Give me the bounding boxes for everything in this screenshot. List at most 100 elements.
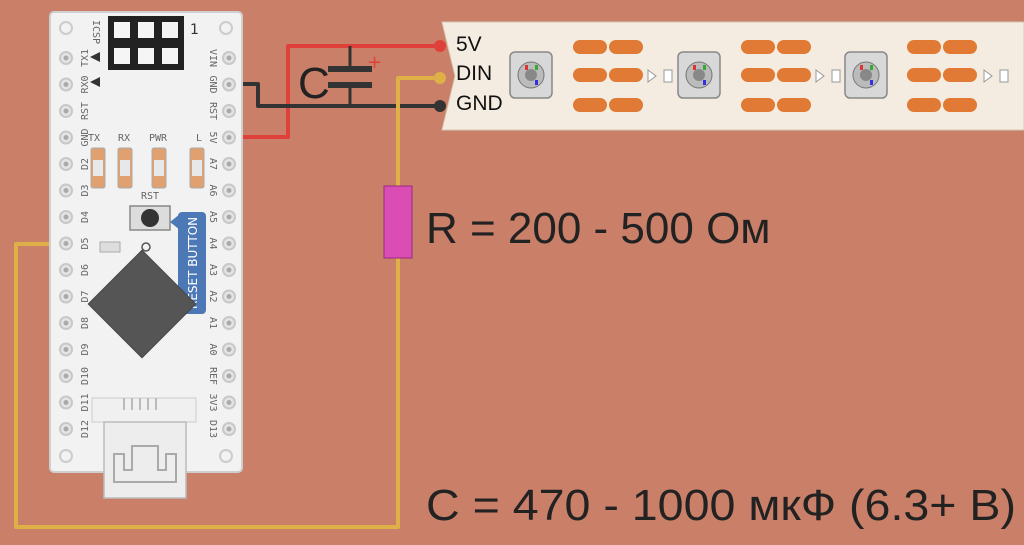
left-pin-hole-center bbox=[63, 347, 69, 352]
mounting-holes bbox=[59, 21, 233, 463]
left-pin-label: D3 bbox=[80, 184, 91, 196]
left-pin-hole-center bbox=[63, 373, 69, 379]
wire-data bbox=[14, 76, 440, 529]
left-pin-hole-center bbox=[63, 214, 69, 220]
crystal bbox=[99, 241, 121, 253]
led-rx-label: RX bbox=[118, 133, 130, 144]
capacitor-value-label: C = 470 - 1000 мкФ (6.3+ В) bbox=[426, 481, 1016, 530]
pin1-marker bbox=[141, 242, 151, 252]
left-pin-label: D4 bbox=[80, 211, 91, 223]
strip-small-parts bbox=[647, 69, 1009, 83]
left-pin-label: D10 bbox=[80, 367, 91, 385]
led-l-label: L bbox=[196, 133, 202, 144]
right-pin-label: D13 bbox=[207, 420, 218, 438]
icsp-label: ICSP bbox=[90, 20, 101, 44]
left-pin-hole-center bbox=[63, 82, 69, 87]
right-pin-label: A1 bbox=[207, 317, 218, 329]
right-pin-hole-center bbox=[226, 267, 232, 273]
right-pin-hole-center bbox=[226, 108, 232, 114]
reset-button-callout: RESET BUTTON bbox=[170, 212, 206, 314]
resistor bbox=[383, 185, 413, 259]
left-pin-hole-center bbox=[63, 188, 69, 193]
left-pin-label: D11 bbox=[80, 393, 91, 411]
strip-led-3 bbox=[844, 51, 888, 99]
capacitor-symbol: C bbox=[298, 59, 330, 108]
left-pin-label: RX0 bbox=[80, 75, 91, 93]
right-pin-hole-center bbox=[226, 320, 232, 326]
right-pin-label: 5V bbox=[207, 131, 218, 143]
right-pin-hole-center bbox=[226, 400, 232, 405]
right-pin-hole-center bbox=[226, 347, 232, 352]
endpoint-strip-gnd bbox=[434, 100, 446, 112]
right-pin-hole-center bbox=[226, 426, 232, 432]
right-pin-hole-center bbox=[226, 161, 232, 167]
left-pin-hole-center bbox=[63, 108, 69, 114]
strip-pads bbox=[573, 40, 977, 112]
left-pin-hole-center bbox=[63, 55, 69, 61]
status-leds: TX RX PWR L bbox=[88, 133, 205, 189]
right-pin-hole-center bbox=[226, 55, 232, 61]
left-pin-label: D8 bbox=[80, 317, 91, 329]
left-pin-label: RST bbox=[80, 102, 91, 120]
right-pin-hole-center bbox=[226, 135, 232, 140]
left-pin-hole-center bbox=[63, 267, 69, 273]
icsp-header bbox=[108, 16, 184, 70]
strip-led-1 bbox=[509, 51, 553, 99]
led-strip: 5V DIN GND bbox=[441, 21, 1024, 131]
right-pin-label: A6 bbox=[207, 184, 218, 196]
left-pin-hole-center bbox=[63, 135, 69, 140]
right-pin-label: A7 bbox=[207, 158, 218, 170]
endpoint-strip-din bbox=[434, 72, 446, 84]
right-pin-label: RST bbox=[207, 102, 218, 120]
arrow-marker-2 bbox=[90, 77, 100, 87]
right-pin-label: A0 bbox=[207, 343, 218, 355]
right-pin-hole-center bbox=[226, 82, 232, 87]
arrow-marker-1 bbox=[90, 52, 100, 62]
right-pin-label: A5 bbox=[207, 211, 218, 223]
icsp-pin1-label: 1 bbox=[190, 22, 199, 38]
led-pwr-label: PWR bbox=[149, 133, 168, 144]
left-pin-hole-center bbox=[63, 426, 69, 432]
left-pin-label: D9 bbox=[80, 343, 91, 355]
right-pin-label: A3 bbox=[207, 264, 218, 276]
rst-label: RST bbox=[141, 191, 159, 202]
right-pin-hole-center bbox=[226, 373, 232, 379]
strip-pin-din-label: DIN bbox=[456, 62, 492, 85]
right-pin-label: VIN bbox=[207, 49, 218, 67]
left-pin-label: TX1 bbox=[80, 49, 91, 67]
left-pin-label: D2 bbox=[80, 158, 91, 170]
right-pin-label: 3V3 bbox=[207, 393, 218, 411]
right-pin-holes bbox=[222, 51, 236, 436]
left-pin-holes bbox=[59, 51, 73, 436]
resistor-value-label: R = 200 - 500 Ом bbox=[426, 204, 771, 253]
capacitor-plate-negative bbox=[328, 82, 372, 88]
strip-led-2 bbox=[677, 51, 721, 99]
strip-pin-gnd-label: GND bbox=[456, 92, 503, 115]
left-pin-hole-center bbox=[63, 320, 69, 326]
right-pin-hole-center bbox=[226, 241, 232, 246]
strip-pin-5v-label: 5V bbox=[456, 33, 482, 56]
right-pin-hole-center bbox=[226, 294, 232, 299]
led-tx-label: TX bbox=[88, 133, 100, 144]
wire-5v bbox=[229, 44, 440, 139]
right-pin-label: A2 bbox=[207, 290, 218, 302]
left-pin-label: D6 bbox=[80, 264, 91, 276]
left-pin-hole-center bbox=[63, 294, 69, 299]
left-pin-hole-center bbox=[63, 241, 69, 246]
left-pin-label: D12 bbox=[80, 420, 91, 438]
left-pin-label: D7 bbox=[80, 290, 91, 302]
left-pin-label: D5 bbox=[80, 237, 91, 249]
right-pin-label: REF bbox=[207, 367, 218, 385]
usb-connector bbox=[91, 397, 197, 499]
left-pin-hole-center bbox=[63, 161, 69, 167]
right-pin-label: GND bbox=[207, 75, 218, 93]
capacitor-plate-positive bbox=[328, 66, 372, 72]
right-pin-hole-center bbox=[226, 188, 232, 193]
reset-button-label: RESET BUTTON bbox=[186, 217, 200, 309]
right-pin-hole-center bbox=[226, 214, 232, 220]
reset-button[interactable] bbox=[129, 205, 171, 231]
wires bbox=[14, 44, 440, 529]
